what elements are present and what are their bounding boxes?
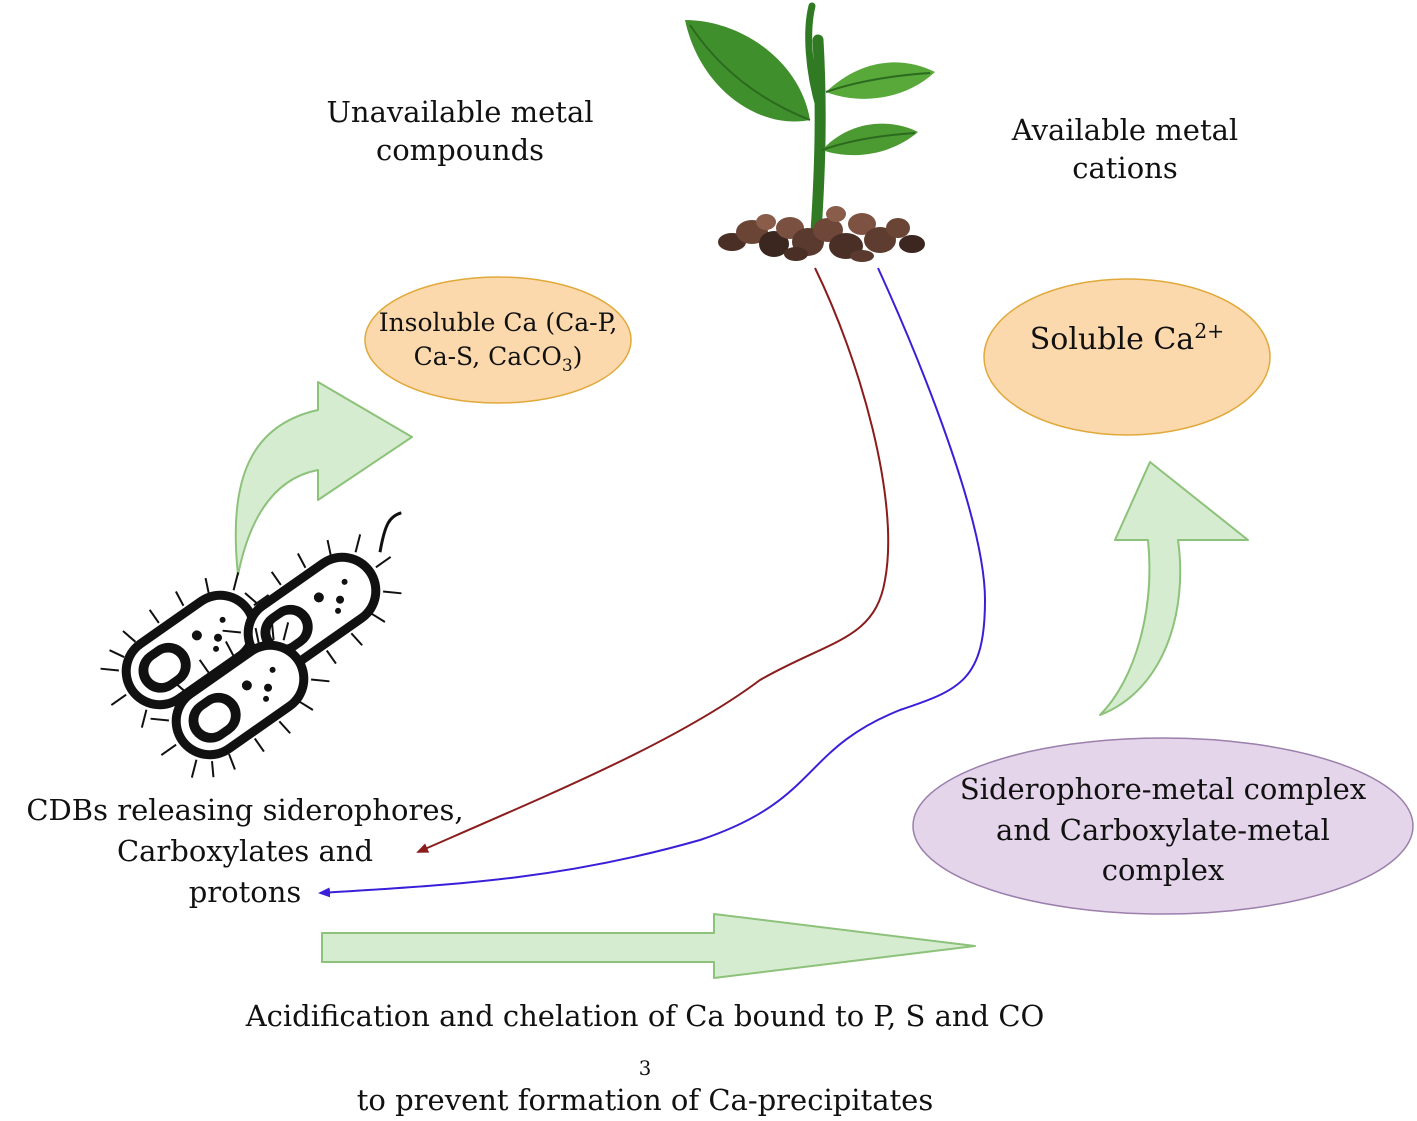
- insoluble-line-2-sub: 3: [561, 356, 573, 376]
- curved-arrow-right: [1099, 461, 1249, 716]
- complex-ellipse: [912, 737, 1414, 915]
- insoluble-ca-text: Insoluble Ca (Ca-P, Ca-S, CaCO3): [370, 290, 626, 390]
- insoluble-line-2: Ca-S, CaCO3): [413, 340, 583, 376]
- bottom-line-2: to prevent formation of Ca-precipitates: [356, 1083, 934, 1118]
- unavailable-label: Unavailable metal compounds: [290, 94, 630, 169]
- available-label: Available metal cations: [960, 112, 1290, 187]
- soluble-ca-sup: 2+: [1194, 318, 1225, 343]
- soluble-ca-text: Soluble Ca2+: [990, 310, 1264, 370]
- root-arrow-red: [416, 267, 890, 853]
- complex-line-2: and Carboxylate-metal: [996, 812, 1330, 847]
- plant-icon: [685, 2, 935, 238]
- cdbs-line-1: CDBs releasing siderophores,: [26, 793, 464, 827]
- complex-text: Siderophore-metal complex and Carboxylat…: [920, 770, 1406, 890]
- cdbs-line-2: Carboxylates and: [116, 834, 374, 869]
- soil-icon: [718, 206, 925, 262]
- insoluble-line-1: Insoluble Ca (Ca-P,: [378, 308, 618, 338]
- bottom-caption: Acidification and chelation of Ca bound …: [140, 995, 1150, 1121]
- root-arrow-blue: [318, 267, 987, 898]
- diagram-svg: [100, 2, 1414, 979]
- curved-arrow-left: [234, 381, 413, 576]
- soluble-ca-ellipse: [983, 278, 1271, 436]
- insoluble-line-2-main: Ca-S, CaCO: [413, 342, 562, 371]
- complex-line-3: complex: [1101, 853, 1225, 888]
- soluble-ca-line: Soluble Ca2+: [1030, 320, 1225, 361]
- insoluble-line-2-end: ): [572, 342, 583, 371]
- straight-arrow-bottom: [321, 913, 976, 979]
- bottom-line-1: Acidification and chelation of Ca bound …: [140, 995, 1150, 1079]
- soluble-ca-main: Soluble Ca: [1029, 321, 1195, 357]
- bacteria-icon: [100, 511, 402, 778]
- available-line-2: cations: [1072, 150, 1178, 185]
- bottom-line-1-sub: 3: [638, 1056, 652, 1080]
- insoluble-ca-ellipse: [364, 276, 632, 404]
- unavailable-line-2: compounds: [375, 132, 545, 167]
- complex-line-1: Siderophore-metal complex: [959, 772, 1367, 807]
- cdbs-label: CDBs releasing siderophores, Carboxylate…: [0, 790, 490, 914]
- unavailable-line-1: Unavailable metal: [326, 95, 594, 129]
- available-line-1: Available metal: [1011, 113, 1239, 147]
- cdbs-line-3: protons: [188, 875, 302, 910]
- bottom-line-1-main: Acidification and chelation of Ca bound …: [245, 999, 1045, 1033]
